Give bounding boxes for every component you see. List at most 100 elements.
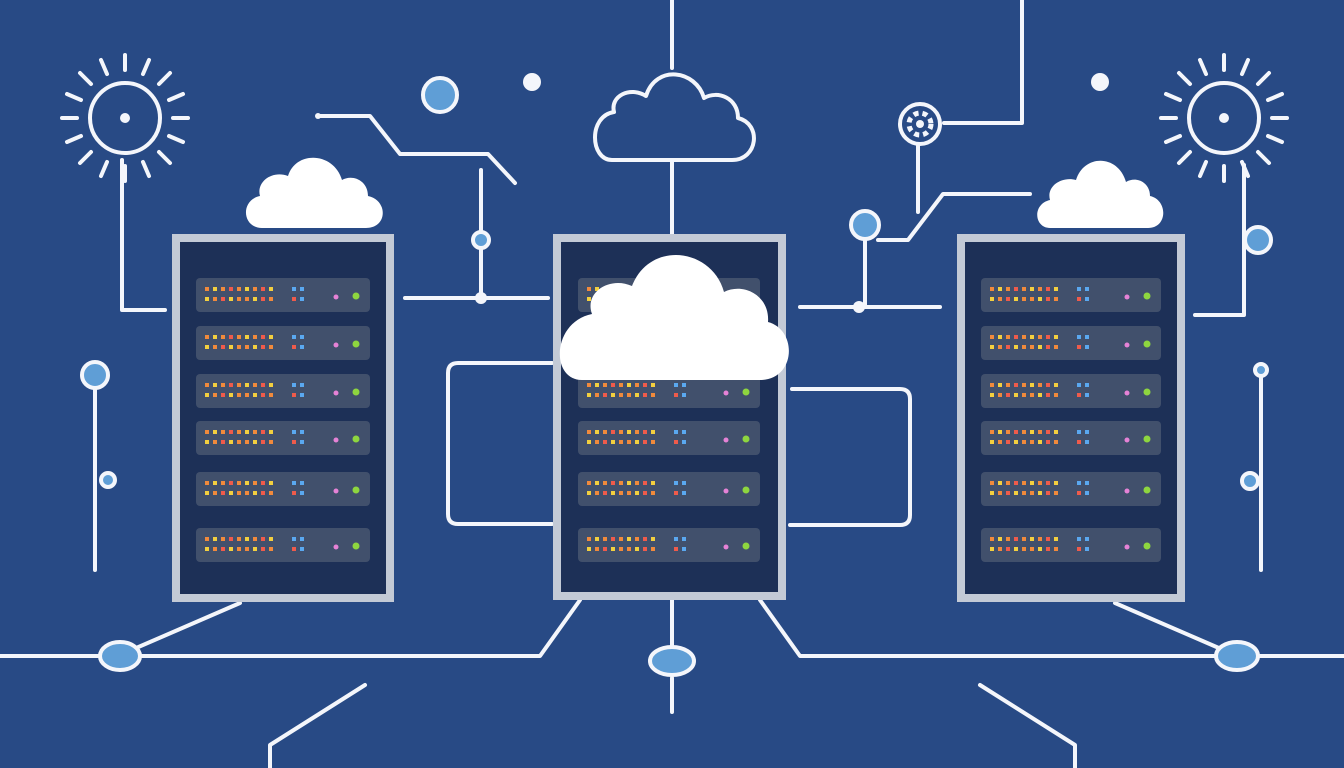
status-led [1022,547,1026,551]
node-right-small-top [1253,362,1269,378]
status-led [229,491,233,495]
status-led [682,393,686,397]
status-led [1124,488,1130,494]
status-led [213,440,217,444]
status-led [998,430,1002,434]
status-led [205,491,209,495]
status-led [1085,287,1089,291]
status-led [587,430,591,434]
status-led [245,547,249,551]
power-led [352,486,360,494]
status-led [603,383,607,387]
status-led [213,297,217,301]
status-led [682,491,686,495]
power-led [1143,340,1151,348]
status-led [269,547,273,551]
status-led [269,440,273,444]
server-unit-panel [196,472,370,506]
status-led [1085,383,1089,387]
status-led [619,481,623,485]
server-unit-panel [196,326,370,360]
server-unit-panel [196,421,370,455]
status-led [269,335,273,339]
status-led [205,335,209,339]
status-led [261,491,265,495]
status-led [1014,440,1018,444]
status-led [1046,430,1050,434]
status-led [990,547,994,551]
status-led [292,287,296,291]
status-led [1006,393,1010,397]
status-led [1030,537,1034,541]
status-led [998,547,1002,551]
status-led [998,287,1002,291]
sun-icon-right [1159,53,1289,183]
status-led [651,393,655,397]
status-led [1022,297,1026,301]
status-led [1030,287,1034,291]
status-led [1014,287,1018,291]
status-led [245,440,249,444]
status-led [619,537,623,541]
status-led [1046,491,1050,495]
server-unit [196,528,370,562]
status-led [261,440,265,444]
status-led [643,547,647,551]
status-led [1038,491,1042,495]
power-led [352,292,360,300]
status-led [1046,335,1050,339]
status-led [205,537,209,541]
status-led [253,335,257,339]
status-led [627,440,631,444]
nodes [80,76,1273,677]
status-led [300,491,304,495]
status-led [1085,491,1089,495]
status-led [682,547,686,551]
status-led [587,393,591,397]
status-led [627,430,631,434]
status-led [261,297,265,301]
status-led [595,393,599,397]
server-unit [196,472,370,506]
status-led [998,297,1002,301]
status-led [213,383,217,387]
status-led [245,481,249,485]
sun-icon-left [60,53,190,183]
status-led [205,430,209,434]
power-led [352,340,360,348]
status-led [1077,491,1081,495]
status-led [1054,287,1058,291]
status-led [261,383,265,387]
status-led [635,491,639,495]
status-led [1077,335,1081,339]
status-led [1077,481,1081,485]
status-led [1085,547,1089,551]
status-led [990,481,994,485]
status-led [1022,537,1026,541]
status-led [619,440,623,444]
server-unit [578,528,760,562]
status-led [269,383,273,387]
status-led [1014,430,1018,434]
power-led [1143,292,1151,300]
status-led [1124,544,1130,550]
status-led [651,440,655,444]
server-unit [578,472,760,506]
status-led [245,287,249,291]
node-bottom-right [1214,640,1260,672]
status-led [587,440,591,444]
status-led [1077,383,1081,387]
status-led [682,383,686,387]
node-right-small [1240,471,1260,491]
status-led [1030,430,1034,434]
status-led [1077,537,1081,541]
status-led [300,430,304,434]
status-led [300,440,304,444]
status-led [229,345,233,349]
status-led [1006,440,1010,444]
status-led [1030,491,1034,495]
power-led [1143,435,1151,443]
status-led [1006,335,1010,339]
status-led [1014,393,1018,397]
server-unit-panel [196,528,370,562]
